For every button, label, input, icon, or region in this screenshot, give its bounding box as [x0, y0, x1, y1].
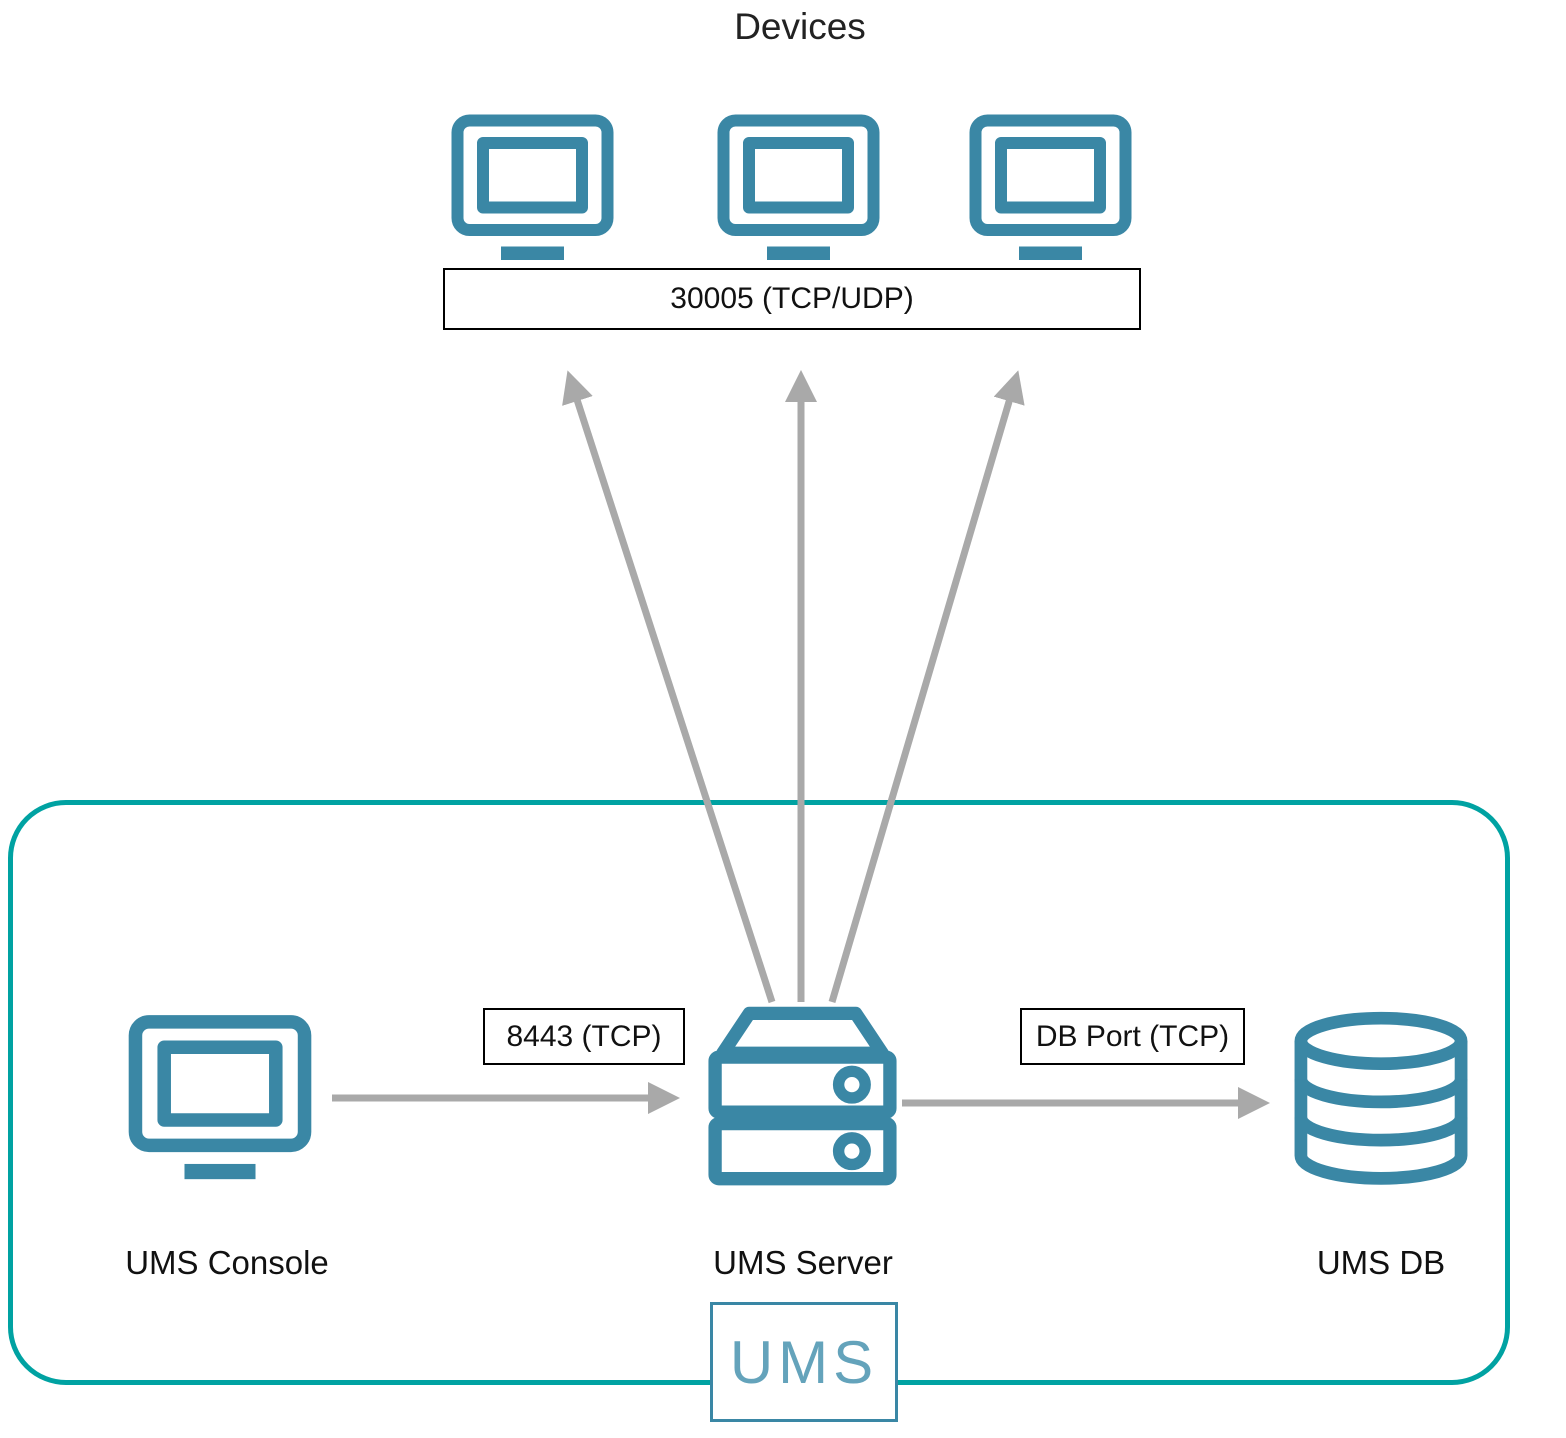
ums-logo: UMS — [710, 1302, 898, 1422]
console-port-box: 8443 (TCP) — [483, 1008, 685, 1065]
devices-port-box: 30005 (TCP/UDP) — [443, 268, 1141, 330]
devices-title: Devices — [734, 6, 866, 47]
ums-db-label: UMS DB — [1316, 1244, 1446, 1281]
ums-server-label: UMS Server — [713, 1244, 893, 1281]
ums-db-database-icon — [1290, 1010, 1472, 1192]
ums-console-label: UMS Console — [125, 1244, 329, 1281]
db-port-box: DB Port (TCP) — [1020, 1008, 1245, 1065]
device-monitor-icon — [450, 112, 615, 264]
ums-server-stack-icon — [707, 1002, 898, 1192]
device-monitor-icon — [968, 112, 1133, 264]
ums-console-monitor-icon — [127, 1012, 313, 1184]
device-monitor-icon — [716, 112, 881, 264]
